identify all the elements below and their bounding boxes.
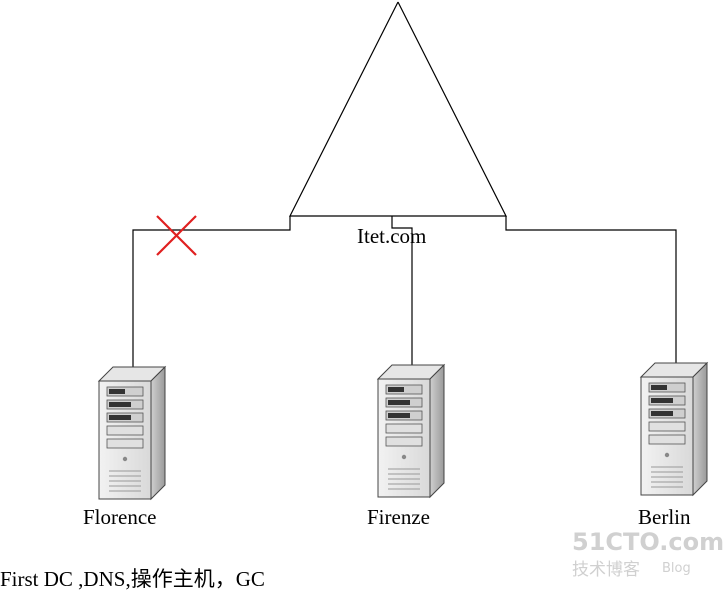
server-label-firenze: Firenze [367,505,430,529]
server-icon-berlin [640,362,708,496]
watermark-blog: Blog [662,561,691,576]
server-label-florence: Florence [83,505,157,529]
footer-note: First DC ,DNS,操作主机，GC [0,567,265,591]
network-diagram [98,1,708,500]
domain-label: Itet.com [357,224,427,248]
link-florence [132,216,291,368]
link-firenze [391,216,413,370]
domain-triangle [289,1,507,217]
link-berlin [505,216,677,366]
watermark-sub: 技术博客 [572,560,640,580]
server-label-berlin: Berlin [638,505,691,529]
connection-lines [132,216,677,370]
watermark-brand: 51CTO.com [572,528,724,556]
broken-link-cross-icon [156,215,197,256]
server-icon-firenze [377,364,445,498]
server-icon-florence [98,366,166,500]
